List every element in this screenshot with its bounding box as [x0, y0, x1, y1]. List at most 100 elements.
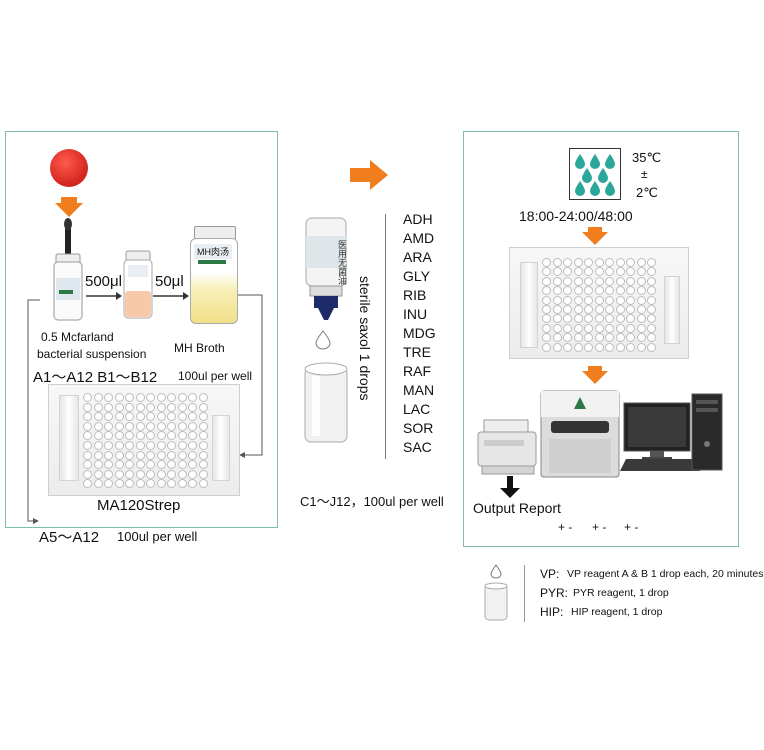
well: [636, 305, 646, 314]
well: [605, 342, 614, 352]
well: [156, 402, 166, 412]
well: [647, 305, 656, 314]
well: [83, 412, 92, 422]
well: [104, 450, 113, 460]
reagent-label: TRE: [403, 344, 431, 360]
well: [563, 305, 572, 314]
reagent-label: INU: [403, 306, 428, 322]
well: [146, 469, 155, 479]
well: [552, 314, 562, 324]
well: [198, 479, 208, 489]
well: [615, 323, 625, 333]
well: [563, 295, 572, 305]
reagent-label: RAF: [403, 363, 431, 379]
well: [636, 295, 646, 305]
down-arrow-icon: [582, 366, 608, 384]
well: [563, 267, 572, 277]
well: [114, 460, 124, 470]
well: [93, 421, 103, 431]
well: [594, 258, 604, 267]
well: [636, 276, 646, 286]
well: [198, 393, 208, 402]
well: [552, 342, 562, 352]
well: [167, 441, 176, 450]
dilution-500: 500μl: [85, 273, 123, 290]
well: [615, 276, 625, 286]
well: [125, 431, 134, 441]
well: [605, 276, 614, 286]
well: [636, 286, 646, 296]
well: [615, 305, 625, 314]
mh-broth-bottle: MH肉汤: [190, 226, 238, 324]
temp-bottom: 2℃: [636, 185, 658, 200]
well: [146, 460, 155, 470]
well: [563, 323, 572, 333]
well: [83, 479, 92, 489]
well: [626, 342, 635, 352]
legend-key-pyr: PYR:: [540, 586, 569, 600]
result-sign: + -: [558, 520, 573, 534]
well: [167, 431, 176, 441]
well: [83, 460, 92, 470]
well: [563, 286, 572, 296]
legend-text-hip: HIP reagent, 1 drop: [571, 606, 663, 618]
middle-bottom-label: C1～J12，100ul per well: [300, 494, 444, 509]
well: [636, 323, 646, 333]
well: [636, 333, 646, 343]
reagent-label: RIB: [403, 287, 427, 303]
well: [177, 441, 187, 450]
well: [156, 421, 166, 431]
well: [636, 258, 646, 267]
well: [626, 286, 635, 296]
temp-top: 35℃: [632, 150, 662, 165]
per-well-label: 100ul per well: [178, 369, 253, 383]
well: [156, 393, 166, 402]
small-tube-icon: [123, 250, 153, 319]
computer-tower-icon: [691, 393, 723, 471]
well: [563, 333, 572, 343]
well: [114, 402, 124, 412]
well: [198, 441, 208, 450]
reagent-label: MAN: [403, 382, 435, 398]
well: [594, 314, 604, 324]
well: [542, 314, 551, 324]
well: [167, 421, 176, 431]
well: [626, 267, 635, 277]
well: [542, 333, 551, 343]
well: [188, 450, 197, 460]
well: [594, 305, 604, 314]
well: [573, 314, 583, 324]
well: [93, 460, 103, 470]
well: [135, 421, 145, 431]
well: [647, 286, 656, 296]
well: [104, 393, 113, 402]
well: [114, 431, 124, 441]
well: [93, 393, 103, 402]
well: [188, 460, 197, 470]
result-sign: + -: [592, 520, 607, 534]
sterile-saxol-label: sterile saxol 1 drops: [357, 276, 373, 401]
well: [605, 333, 614, 343]
well: [626, 333, 635, 343]
well: [125, 450, 134, 460]
well: [584, 314, 593, 324]
well: [135, 460, 145, 470]
well: [188, 441, 197, 450]
well: [188, 402, 197, 412]
well: [177, 421, 187, 431]
dilution-50: 50μl: [155, 273, 184, 290]
well: [647, 276, 656, 286]
well: [626, 314, 635, 324]
well: [584, 342, 593, 352]
well: [146, 412, 155, 422]
well: [93, 402, 103, 412]
output-arrow-icon: [500, 476, 520, 498]
reagent-label: SOR: [403, 420, 434, 436]
well: [104, 469, 113, 479]
well: [188, 412, 197, 422]
well: [167, 460, 176, 470]
well: [83, 469, 92, 479]
well: [542, 342, 551, 352]
well: [542, 276, 551, 286]
well: [177, 469, 187, 479]
